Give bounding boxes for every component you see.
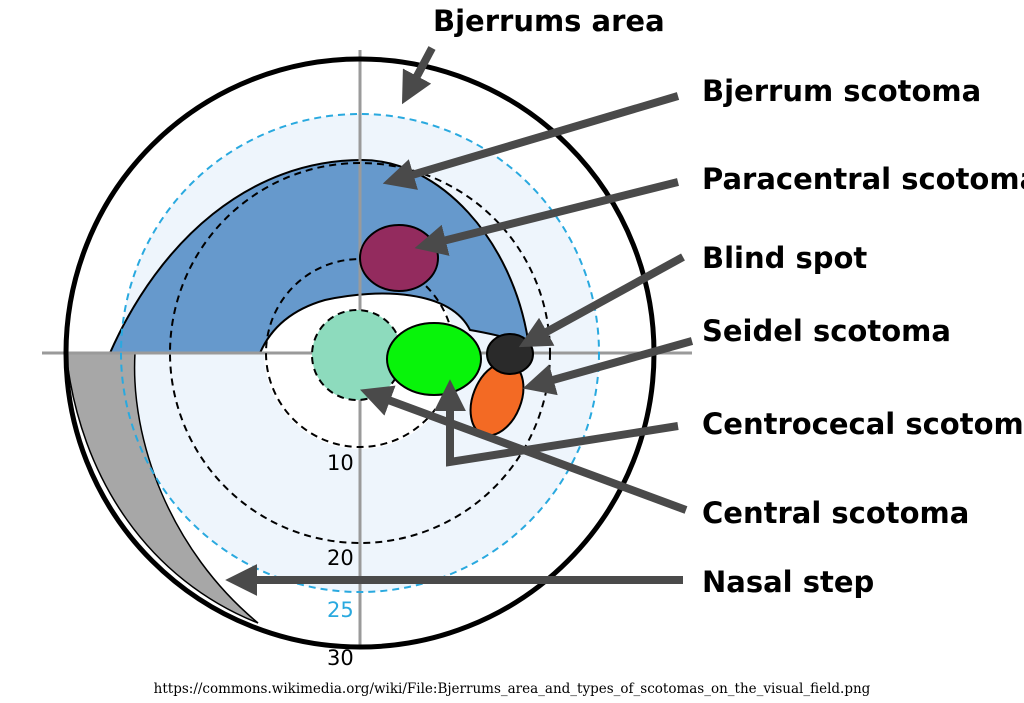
blind-spot	[486, 333, 534, 375]
centrocecal-scotoma	[386, 322, 482, 396]
label-centrocecal-scotoma: Centrocecal scotoma	[702, 407, 1024, 441]
leader-arrows	[225, 46, 694, 596]
ring-label-30: 30	[327, 646, 354, 670]
ring-20	[169, 162, 551, 544]
label-central-scotoma: Central scotoma	[702, 496, 969, 530]
arrow-blind-spot	[518, 253, 685, 348]
label-bjerrum-scotoma: Bjerrum scotoma	[702, 74, 981, 108]
ring-label-10: 10	[327, 451, 354, 475]
arrow-central-scotoma	[359, 385, 688, 514]
label-bjerrums-area: Bjerrums area	[433, 4, 665, 38]
label-blind-spot: Blind spot	[702, 241, 867, 275]
arrow-paracentral-scotoma	[414, 178, 679, 256]
arrow-seidel-scotoma	[522, 337, 694, 396]
source-url: https://commons.wikimedia.org/wiki/File:…	[154, 681, 871, 697]
arrow-bjerrums-area	[401, 46, 436, 105]
label-paracentral-scotoma: Paracentral scotoma	[702, 162, 1024, 196]
arrow-bjerrum-scotoma	[382, 92, 680, 190]
arrow-centrocecal-scotoma	[434, 379, 679, 467]
paracentral-scotoma	[359, 224, 439, 292]
ring-label-25: 25	[327, 598, 354, 622]
label-nasal-step: Nasal step	[702, 565, 874, 599]
ring-25	[120, 113, 600, 593]
label-seidel-scotoma: Seidel scotoma	[702, 314, 951, 348]
nasal-step	[65, 352, 259, 624]
ring-label-20: 20	[327, 546, 354, 570]
